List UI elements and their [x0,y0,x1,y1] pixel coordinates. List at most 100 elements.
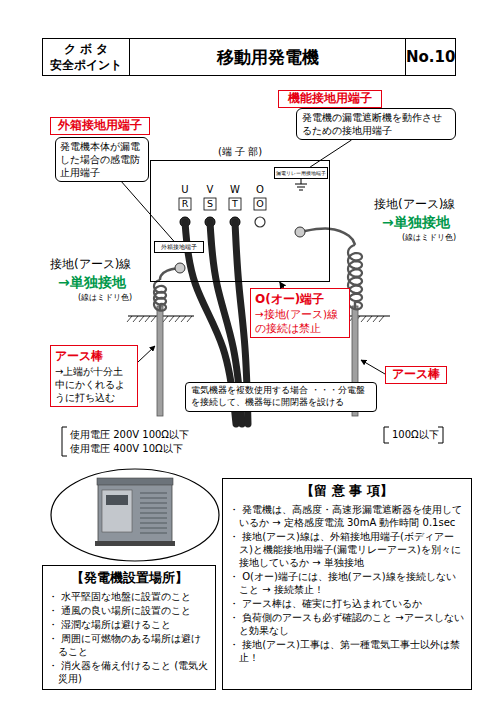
generator-grille [140,502,167,503]
generator-body [98,484,172,542]
leader-arrow [361,360,385,374]
box-text: ・ 負荷側のアースも必ず確認のこと →アースしないと効果なし [229,611,465,637]
box-text: ・ 接地(アース)線は、外箱接地用端子(ボディアース)と機能接地用端子(漏電リレ… [229,530,465,569]
box-heading: 外箱接地用端子 [51,118,149,133]
resistance-spec: 使用電圧 400V 10Ω以下 [70,443,183,455]
box-heading: アース棒 [55,348,133,365]
box-text: ・ 周囲に可燃物のある場所は避けること [48,632,210,658]
callout-box: 機能接地用端子 [278,90,382,108]
note-box: 電気機器を複数使用する場合 ・・・分電盤を接続して、機器毎に開閉器を設ける [185,382,377,412]
leader-arrow [138,346,155,362]
ground-hatch [139,316,144,322]
wire-label: 接地(アース)線 [50,258,131,272]
box-text: →上端が十分土中にかくれるように打ち込む [55,365,133,404]
page-number-cell: No.10 [405,38,456,76]
ground-hatch [187,316,192,322]
generator-grille [140,507,167,508]
ground-hatch [379,316,384,322]
terminal-letter: T [230,199,240,210]
generator-grille [140,497,167,498]
box-heading: No.10 [406,48,455,66]
terminal-bolt [255,217,265,227]
generator-grille [140,517,167,518]
photo-ellipse [51,469,219,561]
terminal-letter: U [180,184,190,196]
ground-hatch [373,316,378,322]
earth-wire-coil [154,280,166,311]
earth-wire-coil [348,245,362,309]
box-text: ・ 消火器を備え付けること (電気火災用) [48,659,210,685]
ground-hatch [169,316,174,322]
wire-note: →単独接地 [382,214,450,230]
wire-color-note: (線はミドリ色) [78,293,132,302]
box-heading: 漏電リレー用接地端子 [275,168,327,178]
ground-hatch [181,316,186,322]
bracket [384,427,443,443]
generator-grille [140,527,167,528]
warning-box: O(オー)端子→接地(アース)線の接続は禁止 [250,288,350,338]
earth-bolt [175,263,185,273]
box-text: ・ 発電機は、高感度・高速形漏電遮断器を使用しているか → 定格感度電流 30m… [229,503,465,529]
header-cell: ク ボ タ 安全ポイント [42,38,130,76]
ground-hatch [145,316,150,322]
title-cell: 移動用発電機 [130,38,406,76]
resistance-spec: 使用電圧 200V 100Ω以下 [70,429,189,441]
box-heading: 電気機器を複数使用する場合 ・・・分電盤を接続して、機器毎に開閉器を設ける [191,385,371,408]
earth-wire [300,229,355,245]
terminal-letter: O [255,184,265,196]
terminal-frame [204,198,216,210]
title: 移動用発電機 [217,46,319,69]
ground-hatch [163,316,168,322]
box-heading: 【留 意 事 項】 [229,482,465,500]
terminal-tag: 外箱接地端子 [154,241,204,253]
generator-grille [140,492,167,493]
box-heading: 機能接地用端子 [279,91,381,106]
terminal-frame [179,198,191,210]
generator-grille [140,512,167,513]
terminal-frame [229,198,241,210]
earth-wire [354,302,357,310]
note-box: 発電機の漏電遮断機を動作させるための接地用端子 [296,108,456,140]
generator-base [95,541,175,546]
box-text: ・ 通風の良い場所に設置のこと [48,604,210,617]
box-heading: 発電機の漏電遮断機を動作させるための接地用端子 [302,111,450,137]
box-heading: アース棒 [386,367,446,382]
box-text: ・ 湿潤な場所は避けること [48,618,210,631]
box-text: ・ アース棒は、確実に打ち込まれているか [229,597,465,610]
ground-symbol [295,178,307,190]
callout-box: 外箱接地用端子 [50,117,150,135]
box-text: ・ O(オー)端子には、接地(アース)線を接続しないこと → 接続禁止！ [229,570,465,596]
info-box: 【留 意 事 項】・ 発電機は、高感度・高速形漏電遮断器を使用しているか → 定… [222,478,472,690]
ground-hatch [175,316,180,322]
earth-bolt [295,227,305,237]
terminal-letter: O [255,199,265,210]
ground-hatch [361,316,366,322]
generator-grille [140,522,167,523]
terminal-tag: 漏電リレー用接地端子 [274,167,328,179]
earth-wire [159,304,162,310]
generator-roof [97,478,173,485]
terminal-frame [254,198,266,210]
wire-note: →単独接地 [58,274,126,290]
box-text: ・ 水平堅固な地盤に設置のこと [48,590,210,603]
callout-box: アース棒→上端が十分土中にかくれるように打ち込む [50,345,138,407]
ground-hatch [127,316,132,322]
box-heading: 外箱接地端子 [155,242,203,252]
ground-hatch [133,316,138,322]
box-heading: ク ボ タ 安全ポイント [43,41,129,73]
note-box: 発電機本体が漏電した場合の感電防止用端子 [55,137,149,182]
terminal-letter: S [205,199,215,210]
box-heading: (端 子 部) [151,145,329,159]
terminal-letter: W [230,184,240,196]
info-box: 【発電機設置場所】・ 水平堅固な地盤に設置のこと・ 通風の良い場所に設置のこと・… [42,565,216,690]
generator-panel [102,490,132,532]
leader-line [310,140,351,167]
generator-meter [106,495,128,505]
box-heading: 発電機本体が漏電した場合の感電防止用端子 [60,140,144,179]
box-text: →接地(アース)線の接続は禁止 [255,308,345,335]
generator-grille [140,532,167,533]
ground-hatch [151,316,156,322]
terminal-letter: R [180,199,190,210]
wire-label: 接地(アース)線 [374,198,455,212]
